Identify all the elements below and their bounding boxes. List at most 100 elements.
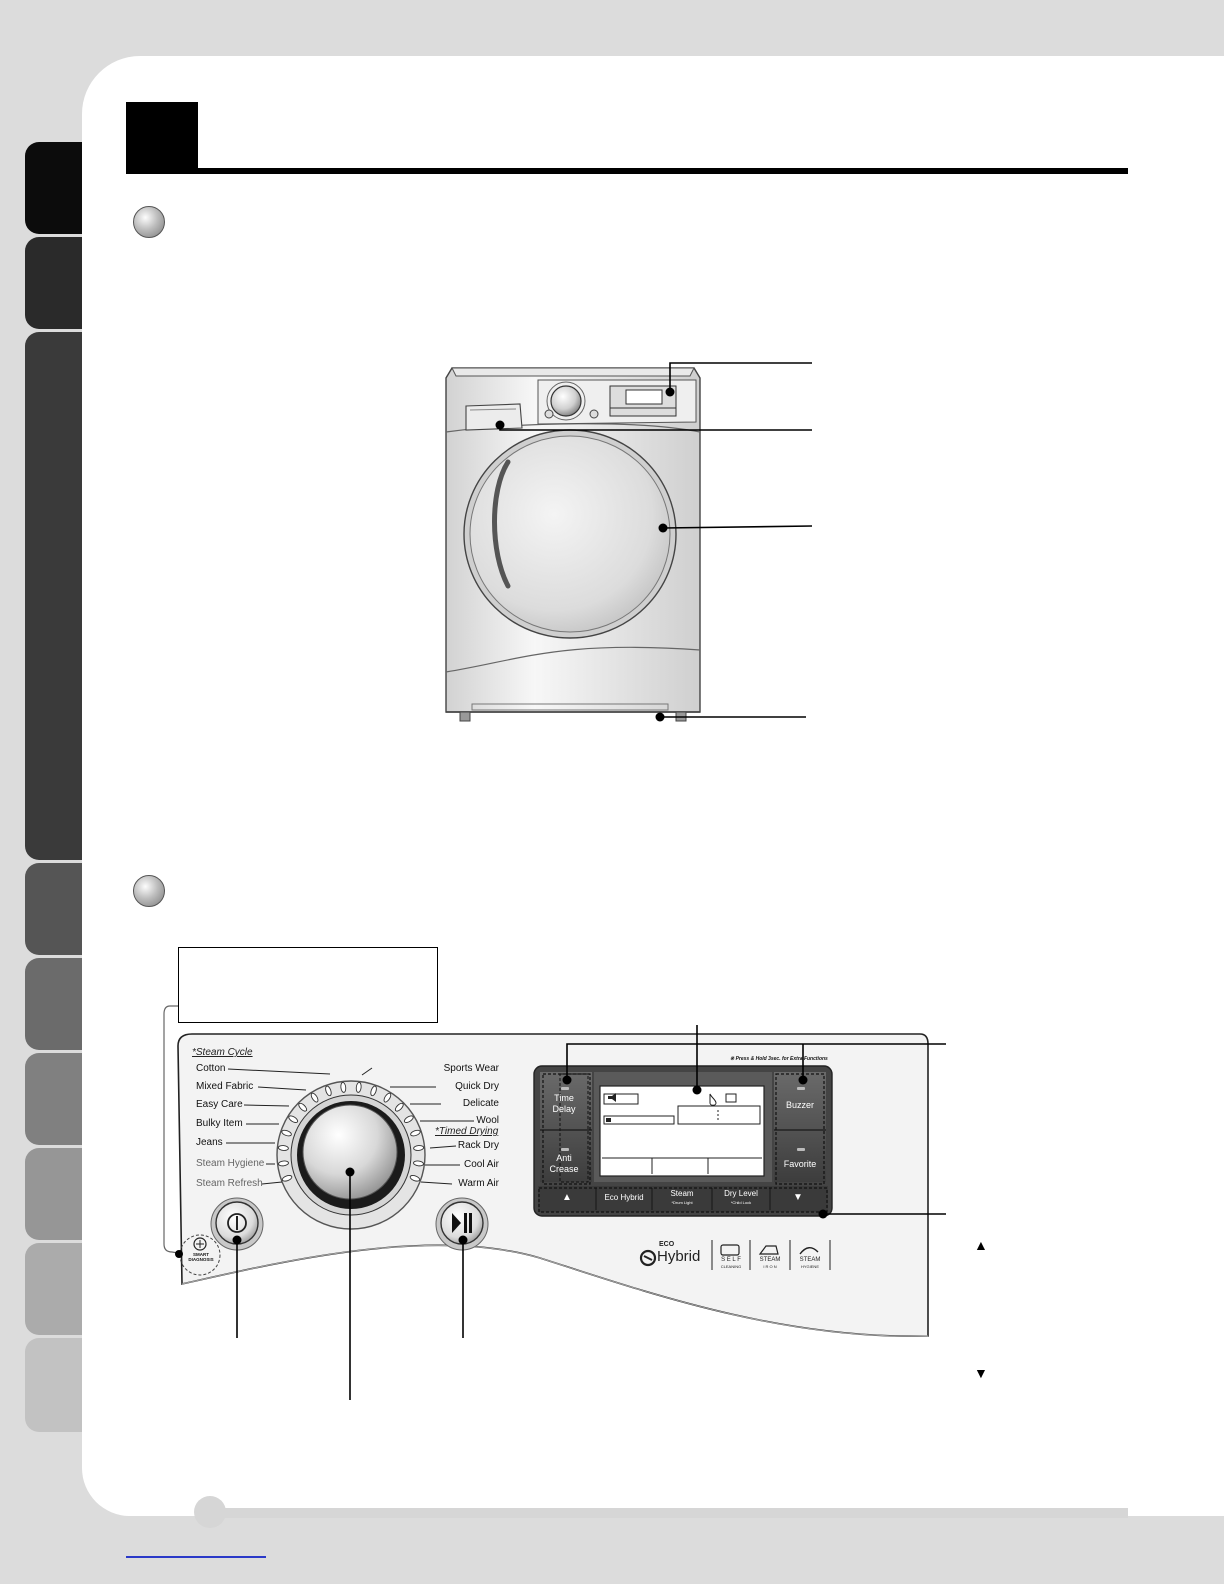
eco-hybrid-button[interactable]: Eco Hybrid	[604, 1193, 644, 1202]
buzzer-button[interactable]: Buzzer	[785, 1100, 814, 1110]
panel-note: ※ Press & Hold 3sec. for Extra Functions	[730, 1056, 828, 1062]
chapter-tab-6[interactable]	[25, 1053, 82, 1145]
dial-mark	[413, 1160, 424, 1167]
program-label-right: Wool	[476, 1115, 499, 1126]
eco-label: ECO	[659, 1241, 675, 1248]
program-label-left: Mixed Fabric	[196, 1081, 254, 1092]
eco-hybrid-logo	[639, 1249, 657, 1267]
program-label-right: Quick Dry	[455, 1081, 499, 1092]
steam-hygiene-icon	[799, 1247, 819, 1255]
dial-mark	[278, 1160, 289, 1167]
smart-label: SMART	[193, 1252, 209, 1257]
legend-up-arrow: ▲	[974, 1237, 988, 1253]
favorite-button[interactable]: Favorite	[783, 1159, 817, 1169]
timed-program-label: Warm Air	[458, 1178, 499, 1189]
drawer-handle	[465, 403, 523, 431]
dial-mark	[325, 1085, 332, 1097]
callout-lines-top	[495, 362, 813, 722]
dial-mark	[298, 1102, 308, 1112]
smart-diagnosis-label: SMART DIAGNOSIS	[181, 1252, 221, 1262]
anti-crease-label-1: Anti	[556, 1153, 572, 1163]
display-module	[533, 1065, 833, 1217]
program-label-left: Cotton	[196, 1063, 226, 1074]
smart-diagnosis-icon	[175, 1234, 221, 1276]
timed-program-label: Cool Air	[463, 1159, 499, 1170]
program-label-left: Steam Hygiene	[196, 1158, 265, 1169]
section-title-block	[126, 102, 198, 168]
feature-icons	[711, 1240, 831, 1270]
child-lock-label: *Child Lock	[730, 1200, 752, 1205]
time-delay-label-1: Time	[554, 1093, 574, 1103]
steam-label: Steam	[670, 1189, 694, 1198]
dial-mark	[277, 1145, 289, 1151]
dial-mark	[410, 1129, 421, 1137]
dial-mark	[355, 1081, 362, 1093]
steam-iron-icon	[758, 1245, 779, 1255]
program-label-left: Jeans	[196, 1137, 223, 1148]
footer-link[interactable]	[126, 1556, 266, 1558]
dial-mark	[310, 1092, 319, 1103]
program-label-right: Delicate	[462, 1098, 499, 1109]
chapter-tab-5[interactable]	[25, 958, 82, 1050]
start-pause-button[interactable]	[435, 1197, 489, 1251]
program-label-right: Sports Wear	[443, 1063, 499, 1074]
anti-crease-label-2: Crease	[549, 1164, 579, 1174]
dial-mark	[281, 1129, 292, 1137]
section-bullet-1	[133, 206, 165, 238]
time-delay-label-2: Delay	[552, 1104, 576, 1114]
steam-cycle-label: *Steam Cycle	[192, 1047, 253, 1058]
drum-light-label: *Drum Light	[671, 1200, 693, 1205]
page-number-badge	[194, 1496, 226, 1528]
chapter-tab-8[interactable]	[25, 1243, 82, 1335]
self-cleaning-icon	[720, 1244, 740, 1256]
timed-drying-label: *Timed Drying	[435, 1126, 499, 1137]
program-label-left: Bulky Item	[196, 1118, 243, 1129]
chapter-tab-4[interactable]	[25, 863, 82, 955]
legend-down-arrow: ▼	[974, 1365, 988, 1381]
timed-program-label: Rack Dry	[457, 1140, 499, 1151]
footer-bar	[200, 1508, 1128, 1518]
dial-mark	[394, 1102, 404, 1112]
chapter-tab-9[interactable]	[25, 1338, 82, 1432]
dial-program-marks	[226, 1067, 474, 1185]
steam-iron-label-1: STEAM	[759, 1257, 781, 1263]
program-label-left: Steam Refresh	[196, 1178, 263, 1189]
chapter-tab-7[interactable]	[25, 1148, 82, 1240]
dial-mark	[370, 1085, 377, 1097]
control-area	[537, 379, 697, 425]
chapter-tab-1[interactable]	[25, 142, 82, 234]
steam-button[interactable]: Steam *Drum Light	[652, 1189, 712, 1207]
section-title-rule	[126, 168, 1128, 174]
steam-hygiene-label-1: STEAM	[799, 1257, 821, 1263]
dryer-door	[463, 429, 677, 639]
dial-mark	[413, 1145, 425, 1151]
up-button[interactable]: ▲	[562, 1192, 572, 1203]
dial-mark	[281, 1175, 293, 1182]
chapter-tab-3[interactable]	[25, 332, 82, 860]
anti-crease-button[interactable]: Anti Crease	[540, 1153, 588, 1175]
program-dial[interactable]	[276, 1080, 426, 1230]
dry-level-label: Dry Level	[724, 1189, 758, 1198]
dial-mark	[403, 1115, 414, 1123]
time-delay-button[interactable]: Time Delay	[540, 1093, 588, 1115]
hybrid-label: Hybrid	[657, 1248, 701, 1265]
callout-box	[178, 947, 438, 1023]
chapter-tab-2[interactable]	[25, 237, 82, 329]
dry-level-button[interactable]: Dry Level *Child Lock	[712, 1189, 770, 1207]
steam-hygiene-label-2: HYGIENE	[800, 1264, 819, 1269]
self-label: S E L F	[721, 1257, 741, 1263]
play-pause-icon	[452, 1213, 472, 1233]
dial-mark	[383, 1092, 392, 1103]
steam-iron-label-2: I R O N	[763, 1264, 777, 1269]
dial-mark	[340, 1081, 347, 1093]
program-label-left: Easy Care	[196, 1099, 243, 1110]
diagnosis-label: DIAGNOSIS	[188, 1257, 214, 1262]
down-button[interactable]: ▼	[793, 1192, 803, 1203]
power-icon	[227, 1213, 247, 1233]
cleaning-label: CLEANING	[720, 1264, 742, 1269]
section-bullet-2	[133, 875, 165, 907]
dial-mark	[288, 1115, 299, 1123]
callout-lines-panel	[236, 1025, 946, 1400]
